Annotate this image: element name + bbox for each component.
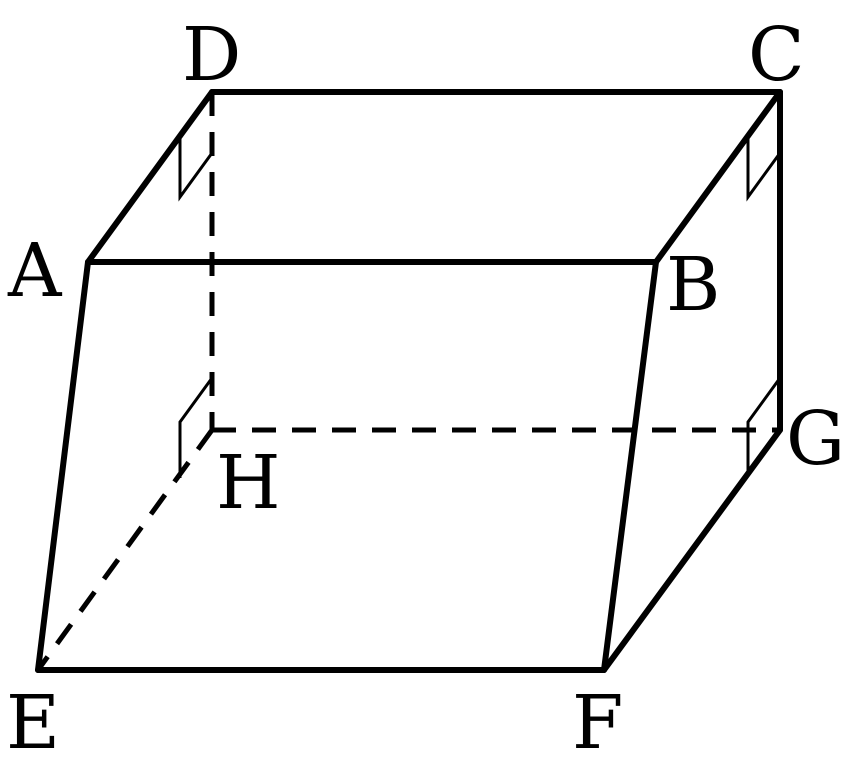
edge-he [35,428,215,672]
vertex-label-e: E [6,680,60,766]
right-angle-mark-d [178,133,214,202]
vertex-label-a: A [7,228,63,314]
edge-ad [85,89,215,265]
vertex-label-c: C [748,12,805,98]
vertex-label-f: F [572,680,623,766]
vertex-label-b: B [666,242,720,328]
vertex-label-g: G [786,396,845,482]
vertex-label-d: D [182,12,241,98]
edge-bf [601,259,659,673]
right-angle-mark-c [746,133,782,202]
edge-fg [601,427,783,673]
edge-bc [653,89,783,265]
right-angle-mark-h [178,377,214,478]
vertex-label-h: H [216,440,281,526]
edge-ae [35,259,91,673]
right-angle-mark-g [746,377,782,472]
